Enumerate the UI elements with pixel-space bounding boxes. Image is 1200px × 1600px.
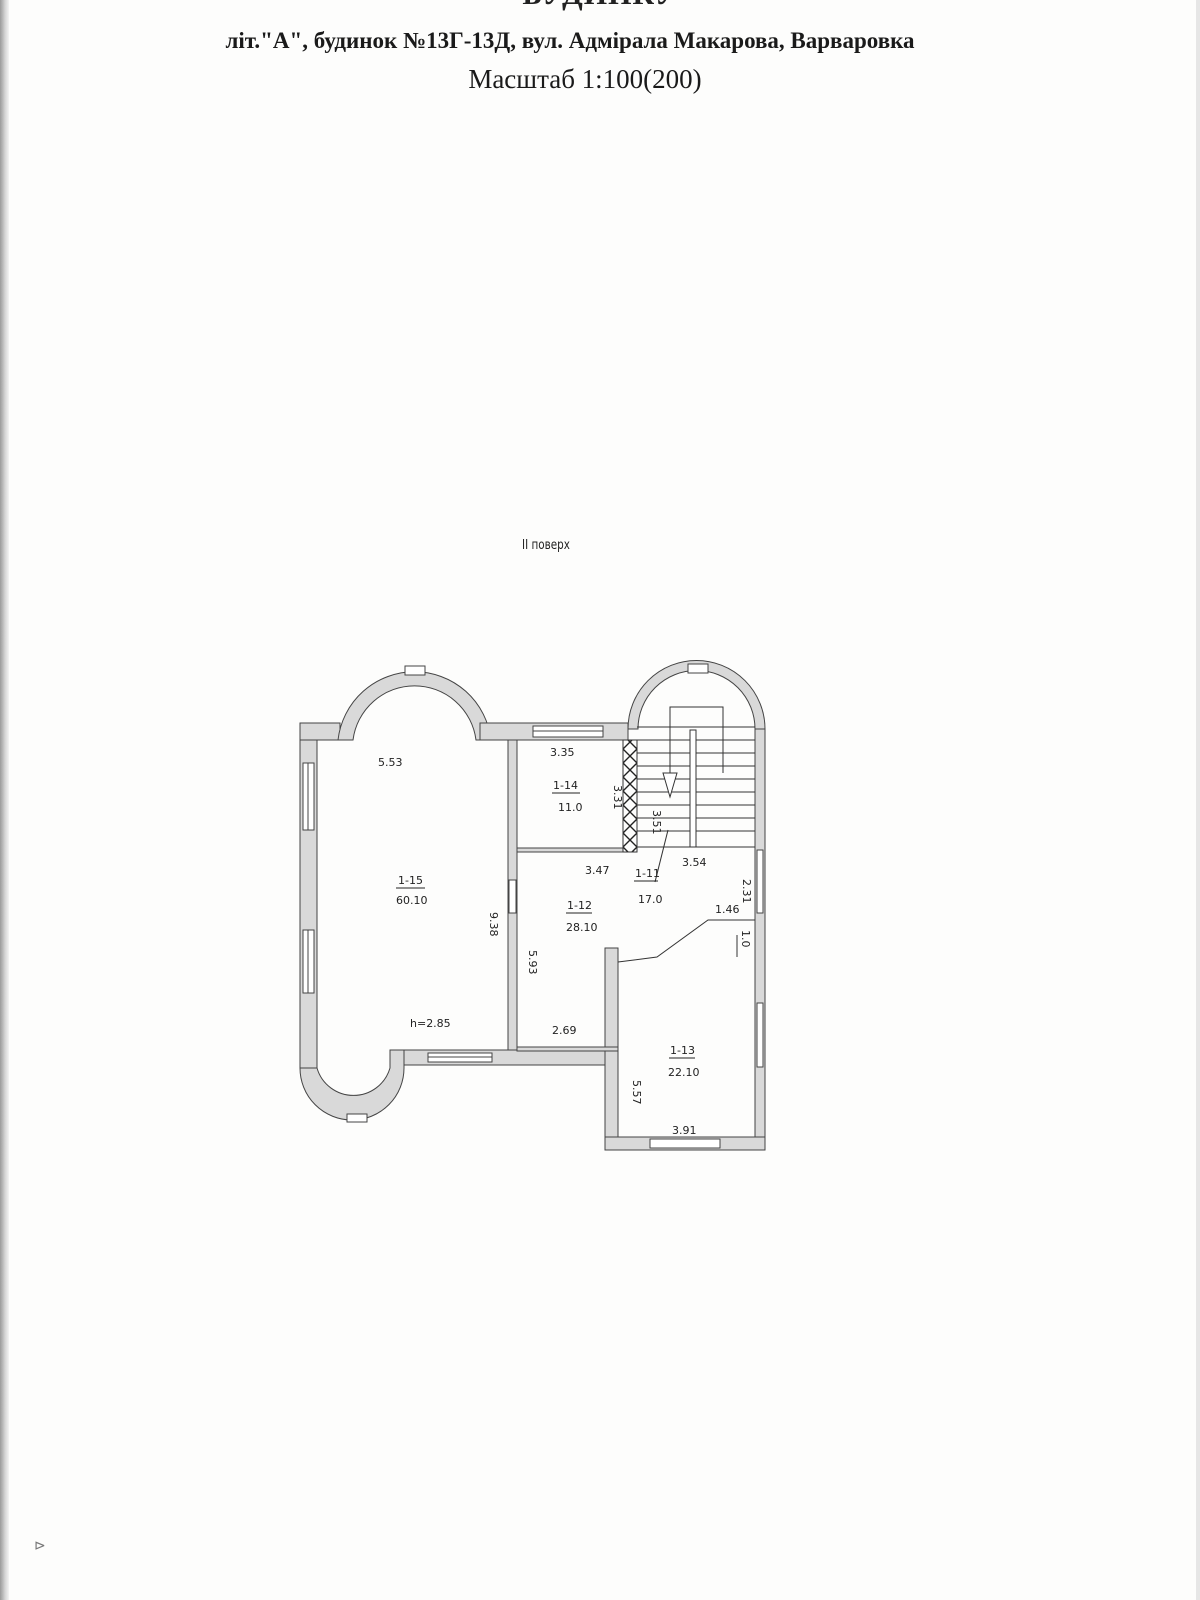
scan-edge — [0, 0, 9, 1600]
partition-14 — [516, 847, 624, 853]
dim-label: 3.31 — [611, 785, 624, 810]
windows — [302, 663, 764, 1149]
height-label: h=2.85 — [410, 1017, 451, 1030]
dim-label: 3.54 — [682, 856, 707, 869]
dim-label: 5.53 — [378, 756, 403, 769]
room-area-1-11: 17.0 — [638, 893, 663, 906]
hatched-column — [622, 739, 638, 853]
wall-bottom-15 — [392, 1049, 619, 1066]
leader-line-1-11 — [654, 829, 669, 883]
dim-label: 5.57 — [630, 1080, 643, 1105]
dim-label: 5.93 — [526, 950, 539, 975]
arc-wall-bottom — [299, 1049, 405, 1121]
diagonal-wall — [617, 919, 755, 963]
dim-label: 2.31 — [740, 879, 753, 904]
dim-label: 3.91 — [672, 1124, 697, 1137]
dim-label: 1.46 — [715, 903, 740, 916]
room-id-1-14: 1-14 — [553, 779, 578, 792]
stair-arrow-icon — [662, 772, 678, 799]
dim-label: 1.0 — [739, 930, 752, 948]
room-area-1-13: 22.10 — [668, 1066, 700, 1079]
floor-label: II поверх — [522, 538, 570, 553]
scan-mark-icon: ⊳ — [34, 1538, 46, 1554]
scale-line: Масштаб 1:100(200) — [468, 64, 702, 94]
room-labels: 5.53 1-15 60.10 9.38 h=2.85 3.35 1-14 11… — [378, 746, 753, 1137]
room-id-1-11: 1-11 — [635, 867, 660, 880]
dim-label: 2.69 — [552, 1024, 577, 1037]
address-line: літ."А", будинок №13Г-13Д, вул. Адмірала… — [225, 28, 915, 53]
room-area-1-14: 11.0 — [558, 801, 583, 814]
room-area-1-15: 60.10 — [396, 894, 428, 907]
document-title-cut: БУДИНКУ — [0, 0, 1200, 12]
dim-label: 3.51 — [650, 810, 663, 835]
room-id-1-12: 1-12 — [567, 899, 592, 912]
wall-right — [754, 728, 766, 1151]
arc-wall-top-left — [337, 671, 492, 741]
staircase — [617, 706, 755, 963]
room-area-1-12: 28.10 — [566, 921, 598, 934]
scan-edge-right — [1196, 0, 1200, 1600]
dim-label: 9.38 — [487, 912, 500, 937]
dim-label: 3.35 — [550, 746, 575, 759]
room-id-1-15: 1-15 — [398, 874, 423, 887]
room-id-1-13: 1-13 — [670, 1044, 695, 1057]
dim-label: 3.47 — [585, 864, 610, 877]
